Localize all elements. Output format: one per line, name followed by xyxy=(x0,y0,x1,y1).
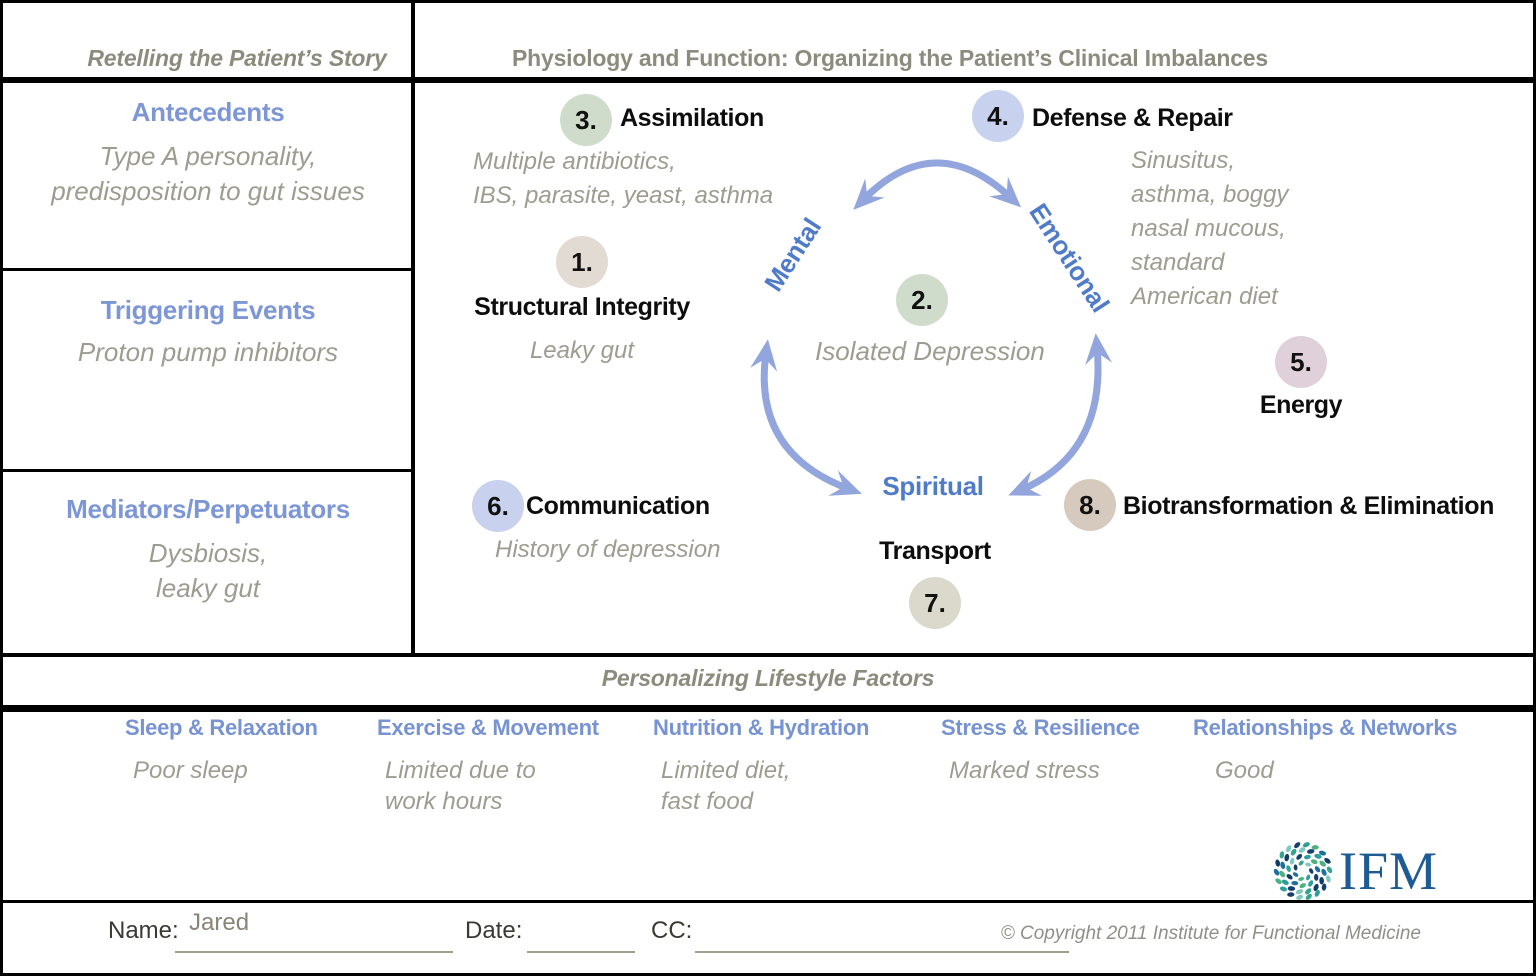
lifestyle-col-sleep: Sleep & Relaxation Poor sleep xyxy=(125,715,445,786)
node-5-number: 5. xyxy=(1275,336,1327,388)
lifestyle-col-stress: Stress & Resilience Marked stress xyxy=(941,715,1181,786)
node-8-number: 8. xyxy=(1064,479,1116,531)
node-2-number: 2. xyxy=(896,274,948,326)
node-3-note: Multiple antibiotics, IBS, parasite, yea… xyxy=(473,148,774,209)
node-4-note: Sinusitus, asthma, boggy nasal mucous, s… xyxy=(1131,147,1289,310)
lifestyle-col-relationships: Relationships & Networks Good xyxy=(1193,715,1493,786)
antecedents-heading: Antecedents xyxy=(131,97,285,127)
antecedents-value: Type A personality, predisposition to gu… xyxy=(51,141,365,206)
lifestyle-title: Personalizing Lifestyle Factors xyxy=(601,665,935,691)
node-4-number: 4. xyxy=(972,90,1024,142)
node-6-label: Communication xyxy=(526,492,710,520)
ifm-logo-text: IFM xyxy=(1339,841,1439,901)
node-8-label: Biotransformation & Elimination xyxy=(1123,492,1494,520)
node-3-number: 3. xyxy=(560,94,612,146)
node-4-label: Defense & Repair xyxy=(1032,104,1233,132)
left-row-divider-1 xyxy=(3,268,411,271)
ifm-logo: IFM xyxy=(1271,839,1438,903)
lifestyle-nutrition-heading: Nutrition & Hydration xyxy=(653,715,870,740)
triggering-events-value: Proton pump inhibitors xyxy=(77,337,339,367)
lifestyle-sleep-value: Poor sleep xyxy=(133,757,248,784)
lifestyle-col-exercise: Exercise & Movement Limited due to work … xyxy=(377,715,637,817)
name-field[interactable]: Jared xyxy=(175,909,453,953)
node-7-number: 7. xyxy=(909,577,961,629)
left-row-divider-2 xyxy=(3,469,411,472)
node-6-note: History of depression xyxy=(495,536,721,563)
node-5-label: Energy xyxy=(1259,391,1343,419)
lifestyle-relationships-value: Good xyxy=(1215,757,1274,784)
cc-label: CC: xyxy=(651,917,693,944)
triggering-events-heading: Triggering Events xyxy=(100,295,316,325)
lifestyle-stress-value: Marked stress xyxy=(949,757,1100,784)
lifestyle-stress-heading: Stress & Resilience xyxy=(941,715,1140,740)
mental-label: Mental xyxy=(758,212,828,297)
lifestyle-exercise-heading: Exercise & Movement xyxy=(377,715,599,740)
lifestyle-nutrition-value: Limited diet, fast food xyxy=(661,757,791,815)
node-2-note: Isolated Depression xyxy=(815,336,1045,366)
lifestyle-top-divider xyxy=(3,653,1533,657)
node-1-number: 1. xyxy=(556,236,608,288)
node-6-number: 6. xyxy=(472,480,524,532)
lifestyle-relationships-heading: Relationships & Networks xyxy=(1193,715,1458,740)
node-3-label: Assimilation xyxy=(620,104,764,132)
node-1-label: Structural Integrity xyxy=(474,293,690,321)
date-label: Date: xyxy=(465,917,523,944)
mediators-heading: Mediators/Perpetuators xyxy=(66,494,350,524)
lifestyle-sleep-heading: Sleep & Relaxation xyxy=(125,715,318,740)
lifestyle-col-nutrition: Nutrition & Hydration Limited diet, fast… xyxy=(653,715,913,817)
copyright-text: © Copyright 2011 Institute for Functiona… xyxy=(1000,923,1421,944)
matrix-title: Physiology and Function: Organizing the … xyxy=(512,45,1268,71)
lifestyle-exercise-value: Limited due to work hours xyxy=(385,757,536,815)
mediators-value: Dysbiosis, leaky gut xyxy=(148,538,268,603)
node-1-note: Leaky gut xyxy=(529,337,635,364)
header-divider xyxy=(3,77,1533,83)
name-label: Name: xyxy=(108,917,179,944)
left-panel-title: Retelling the Patient’s Story xyxy=(87,45,387,71)
spiritual-label: Spiritual xyxy=(882,471,984,501)
ifm-logo-swirl-icon xyxy=(1273,842,1333,900)
lifestyle-bottom-divider xyxy=(3,705,1533,712)
cc-field[interactable] xyxy=(695,909,1069,953)
left-panel-divider xyxy=(411,3,415,653)
emotional-label: Emotional xyxy=(1023,197,1116,318)
node-7-label: Transport xyxy=(879,537,991,565)
date-field[interactable] xyxy=(527,909,635,953)
footer-divider xyxy=(3,900,1533,903)
